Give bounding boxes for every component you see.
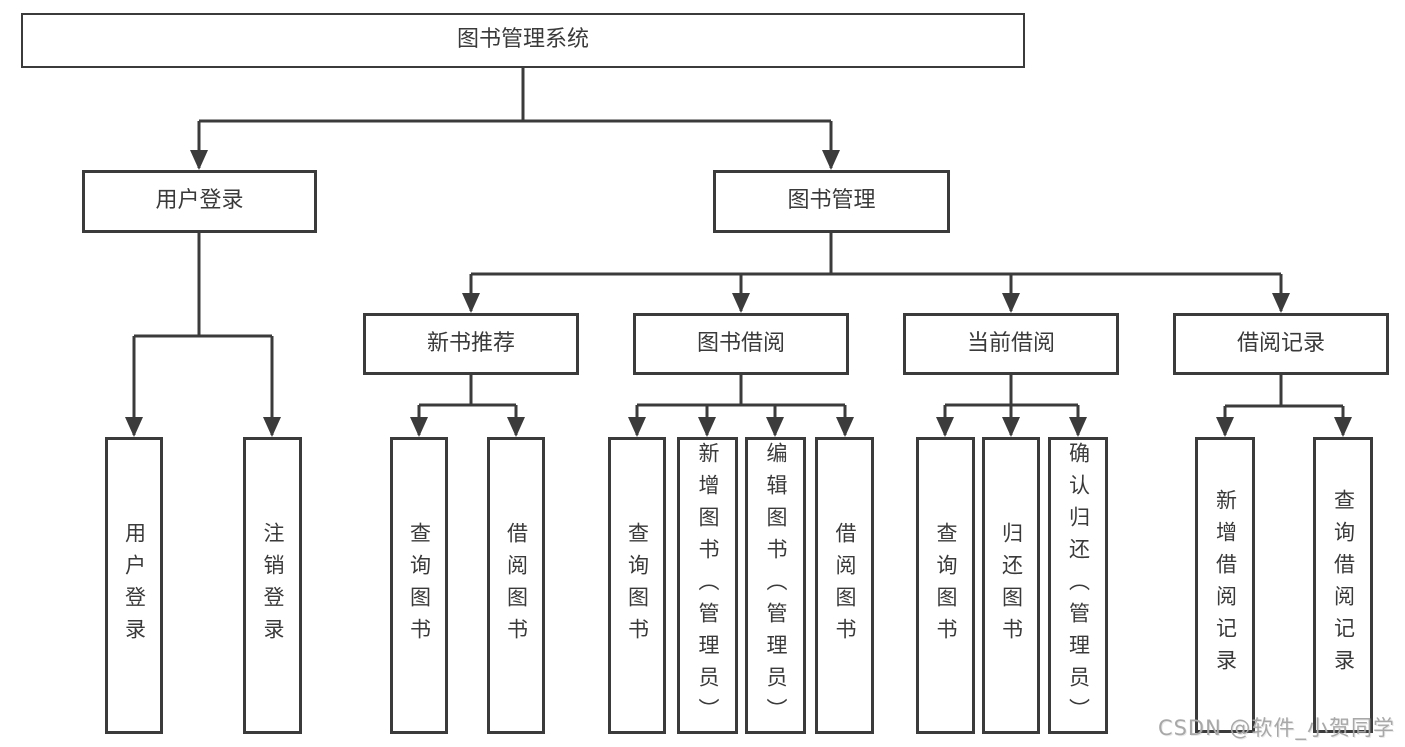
node-label: 图书借阅 [696, 330, 785, 356]
connector-newbook-to-leaves [417, 375, 518, 435]
node-label: 查询图书 [407, 521, 432, 650]
leaf-logout-login: 注销登录 [243, 437, 302, 734]
arrowhead [822, 150, 840, 170]
node-label: 查询图书 [934, 521, 958, 650]
node-label: 借阅记录 [1236, 330, 1325, 356]
node-label: 归还图书 [999, 521, 1024, 650]
arrowhead [732, 293, 750, 313]
leaf-query-books-borrow: 查询图书 [608, 437, 666, 734]
node-label: 图书管理 [787, 188, 876, 214]
arrowhead [1002, 293, 1020, 313]
arrowhead [462, 293, 480, 313]
arrowhead [1334, 417, 1352, 437]
node-label: 注销登录 [261, 521, 285, 650]
node-user-login: 用户登录 [82, 170, 317, 233]
node-label: 借阅图书 [833, 521, 857, 650]
arrowhead [698, 417, 716, 437]
leaf-user-login: 用户登录 [105, 437, 163, 734]
node-book-management: 图书管理 [713, 170, 950, 233]
connector-bookborrow-to-leaves [635, 375, 847, 435]
node-borrow-records: 借阅记录 [1173, 313, 1389, 375]
arrowhead [836, 417, 854, 437]
connector-borrowrecord-to-leaves [1223, 375, 1345, 435]
arrowheads [125, 150, 1352, 437]
node-label: 新书推荐 [426, 330, 515, 356]
arrowhead [410, 417, 428, 437]
node-label: 新增借阅记录 [1213, 489, 1238, 681]
leaf-borrow-books-recommend: 借阅图书 [487, 437, 545, 734]
leaf-add-borrow-record: 新增借阅记录 [1195, 437, 1255, 733]
node-new-book-recommend: 新书推荐 [363, 313, 579, 375]
node-book-borrow: 图书借阅 [633, 313, 849, 375]
connector-userlogin-to-leaves [132, 233, 274, 435]
leaf-query-books-current: 查询图书 [916, 437, 975, 734]
arrowhead [507, 417, 525, 437]
arrowhead [263, 417, 281, 437]
arrowhead [1069, 417, 1087, 437]
leaf-add-book-admin: 新增图书（管理员） [677, 437, 738, 734]
arrowhead [125, 417, 143, 437]
arrowhead [1002, 417, 1020, 437]
node-current-borrow: 当前借阅 [903, 313, 1119, 375]
leaf-borrow-books: 借阅图书 [815, 437, 874, 734]
leaf-query-books-recommend: 查询图书 [390, 437, 448, 734]
arrowhead [936, 417, 954, 437]
node-library-management-system: 图书管理系统 [21, 13, 1025, 68]
arrowhead [1216, 417, 1234, 437]
node-label: 新增图书（管理员） [696, 441, 720, 730]
node-label: 确认归还（管理员） [1066, 441, 1091, 730]
connector-bookmgmt-to-level3 [469, 233, 1283, 311]
node-label: 编辑图书（管理员） [764, 441, 788, 730]
arrowhead [628, 417, 646, 437]
node-label: 查询借阅记录 [1331, 489, 1356, 681]
node-label: 当前借阅 [966, 330, 1055, 356]
node-label: 查询图书 [625, 521, 650, 650]
arrowhead [190, 150, 208, 170]
node-label: 借阅图书 [504, 521, 529, 650]
leaf-query-borrow-record: 查询借阅记录 [1313, 437, 1373, 733]
arrowhead [1272, 293, 1290, 313]
node-label: 用户登录 [122, 521, 147, 650]
leaf-edit-book-admin: 编辑图书（管理员） [745, 437, 806, 734]
node-label: 用户登录 [155, 188, 244, 214]
leaf-confirm-return-admin: 确认归还（管理员） [1048, 437, 1108, 734]
leaf-return-book: 归还图书 [982, 437, 1040, 734]
arrowhead [766, 417, 784, 437]
connector-root-to-level2 [197, 68, 833, 168]
node-label: 图书管理系统 [456, 27, 589, 53]
